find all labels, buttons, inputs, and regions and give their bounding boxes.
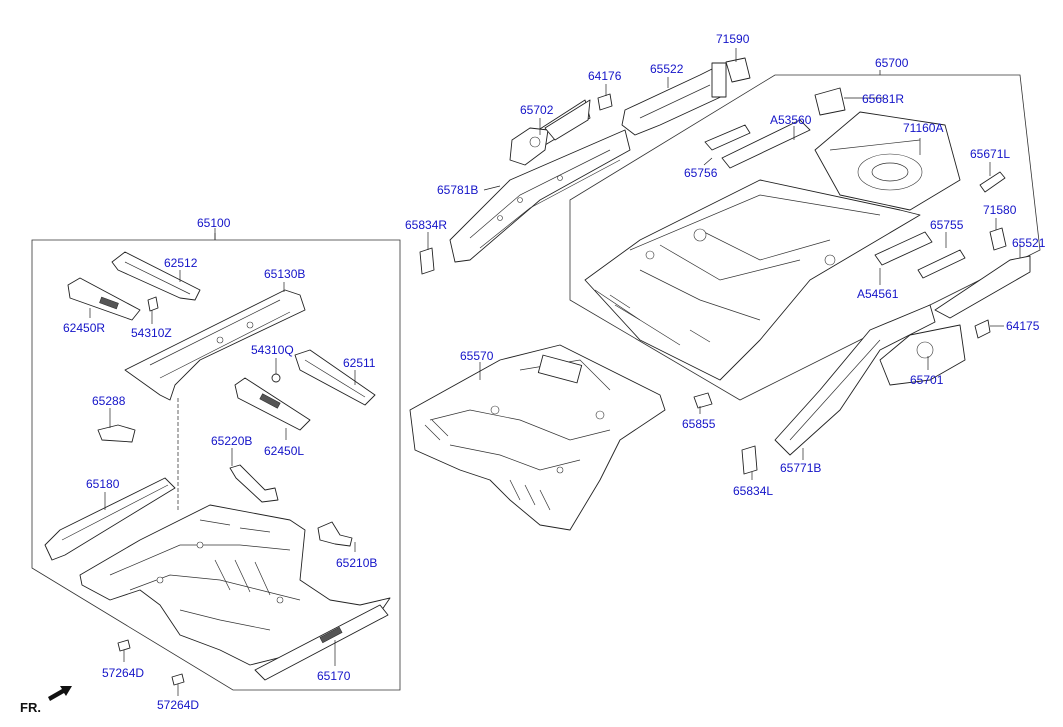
label-54310Z: 54310Z — [131, 326, 172, 340]
part-62511 — [294, 349, 376, 406]
label-65781B: 65781B — [437, 183, 478, 197]
label-62512: 62512 — [164, 256, 198, 270]
part-62512 — [111, 251, 201, 301]
label-71160A: 71160A — [903, 121, 943, 135]
label-65288: 65288 — [92, 394, 126, 408]
label-65701: 65701 — [910, 373, 944, 387]
part-65522 — [621, 62, 727, 136]
label-65855: 65855 — [682, 417, 716, 431]
label-65771B: 65771B — [780, 461, 821, 475]
part-54310Z — [147, 296, 159, 312]
label-62511: 62511 — [343, 356, 376, 370]
part-65130B — [124, 289, 306, 401]
front-arrow-icon — [48, 686, 72, 701]
label-65681R: 65681R — [862, 92, 904, 106]
part-71580 — [989, 227, 1007, 251]
part-62450L — [234, 377, 311, 431]
label-57264D-b: 57264D — [157, 698, 199, 712]
label-65834R: 65834R — [405, 218, 447, 232]
part-65834L — [741, 445, 758, 475]
label-62450L: 62450L — [264, 444, 304, 458]
label-65700: 65700 — [875, 56, 909, 70]
leader-lines — [89, 48, 1021, 696]
label-65130B: 65130B — [264, 267, 305, 281]
label-65100: 65100 — [197, 216, 231, 230]
label-65756: 65756 — [684, 166, 718, 180]
label-65220B: 65220B — [211, 434, 252, 448]
part-65834R — [419, 247, 435, 275]
label-A54561: A54561 — [857, 287, 899, 301]
part-65170 — [254, 604, 389, 681]
part-64175 — [974, 319, 991, 339]
label-64175: 64175 — [1006, 319, 1040, 333]
label-65180: 65180 — [86, 477, 120, 491]
group-box-65700 — [569, 70, 1041, 401]
part-64176 — [597, 93, 613, 111]
part-65210B — [317, 521, 353, 547]
part-71590 — [725, 57, 751, 83]
part-65671L — [979, 171, 1006, 193]
front-marker: FR. — [20, 700, 41, 715]
part-65781B — [449, 129, 631, 263]
label-71580: 71580 — [983, 203, 1017, 217]
part-71160A — [814, 111, 961, 211]
part-65681R — [814, 87, 846, 116]
group-box-65100 — [31, 233, 401, 691]
part-65755 — [874, 231, 966, 279]
label-64176: 64176 — [588, 69, 622, 83]
label-65210B: 65210B — [336, 556, 377, 570]
label-65521: 65521 — [1012, 236, 1046, 250]
part-65855 — [693, 392, 713, 409]
label-57264D-a: 57264D — [102, 666, 144, 680]
part-65570 — [409, 344, 666, 531]
part-57264D-b — [171, 673, 185, 686]
part-62450R — [67, 277, 141, 321]
part-65521 — [934, 255, 1031, 319]
part-65220B — [229, 464, 279, 503]
part-65700 — [584, 179, 921, 381]
label-65522: 65522 — [650, 62, 684, 76]
part-65702 — [509, 99, 591, 166]
label-65834L: 65834L — [733, 484, 773, 498]
part-54310Q — [271, 373, 281, 383]
label-65570: 65570 — [460, 349, 494, 363]
part-57264D-a — [117, 639, 131, 652]
label-65755: 65755 — [930, 218, 964, 232]
label-65170: 65170 — [317, 669, 351, 683]
label-71590: 71590 — [716, 32, 750, 46]
part-65771B — [774, 304, 936, 456]
label-62450R: 62450R — [63, 321, 105, 335]
label-65702: 65702 — [520, 103, 554, 117]
label-A53560: A53560 — [770, 113, 812, 127]
part-65288 — [97, 424, 136, 443]
part-65180 — [44, 477, 176, 561]
part-65756 — [704, 119, 811, 169]
label-54310Q: 54310Q — [251, 343, 294, 357]
label-65671L: 65671L — [970, 147, 1010, 161]
